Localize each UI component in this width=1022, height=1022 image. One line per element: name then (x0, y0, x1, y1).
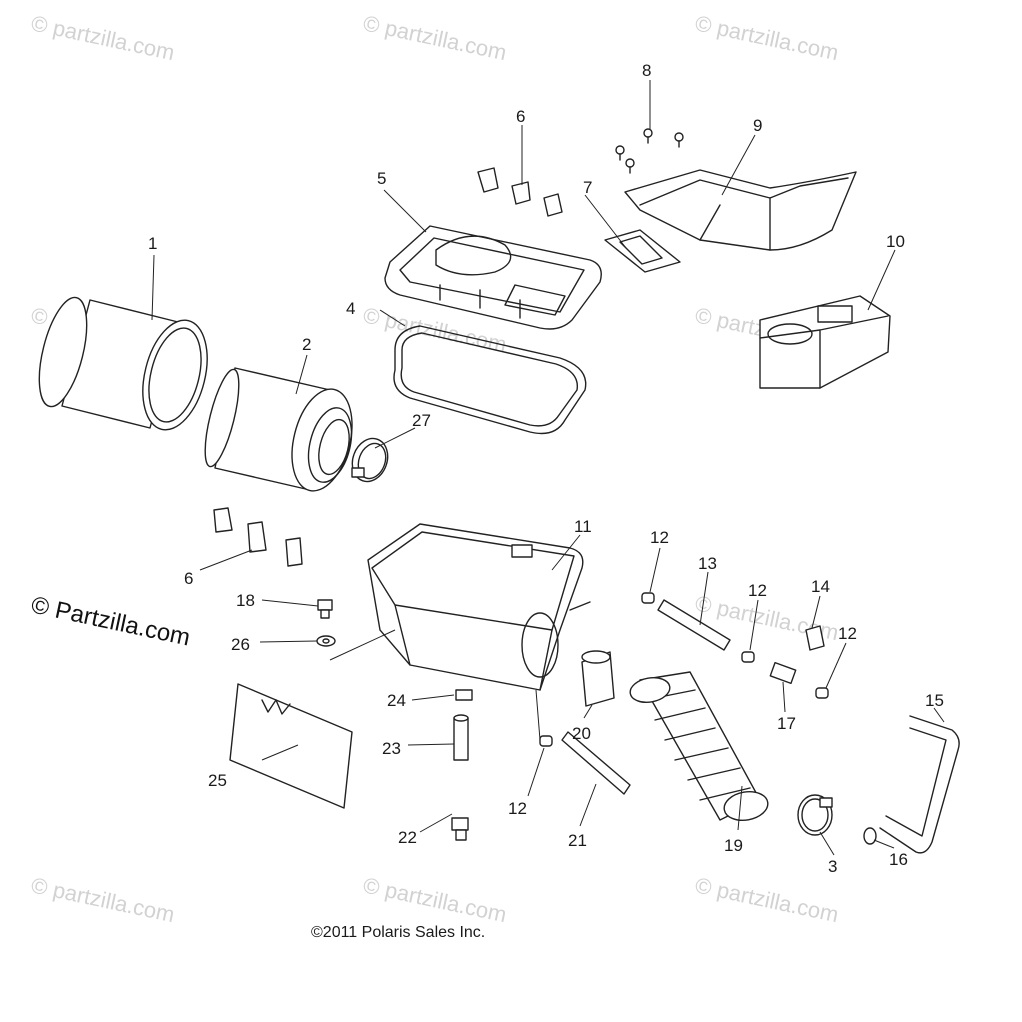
part-20-coupler (581, 650, 615, 707)
callout-1: 1 (148, 234, 157, 253)
callout-5: 5 (377, 169, 386, 188)
part-6-clips-top (477, 167, 563, 217)
part-2-air-filter (204, 367, 353, 492)
part-4-gasket (393, 325, 587, 435)
callout-6-left: 6 (184, 569, 193, 588)
part-10-box (759, 295, 891, 389)
part-24-clip (455, 689, 473, 701)
callout-2: 2 (302, 335, 311, 354)
part-14-clip (805, 625, 825, 651)
part-19-bellows-hose (629, 671, 769, 822)
copyright-notice: ©2011 Polaris Sales Inc. (311, 924, 485, 941)
part-9-intake-duct (624, 169, 857, 251)
part-3-clamp (797, 794, 833, 836)
callout-11: 11 (574, 517, 592, 536)
part-25-panel (229, 683, 353, 809)
callout-17: 17 (777, 714, 796, 733)
callout-12-a: 12 (650, 528, 669, 547)
callout-12-d: 12 (508, 799, 527, 818)
brand-mark: © Partzilla.com (29, 591, 193, 651)
callout-9: 9 (753, 116, 762, 135)
part-27-clamp (351, 437, 389, 483)
callout-3: 3 (828, 857, 837, 876)
callout-8: 8 (642, 61, 651, 80)
callout-22: 22 (398, 828, 417, 847)
part-5-airbox-cover (384, 225, 602, 330)
part-11-airbox-base (367, 523, 591, 691)
callout-27: 27 (412, 411, 431, 430)
callout-23: 23 (382, 739, 401, 758)
leader-lines (151, 80, 945, 856)
part-12-clamps (539, 592, 829, 747)
callouts: 1 2 3 4 5 6 6 7 8 9 10 11 12 12 12 12 13… (148, 61, 944, 876)
part-21-tube (561, 731, 631, 795)
callout-20: 20 (572, 724, 591, 743)
part-16-clamp (863, 827, 877, 845)
part-7-plate (604, 229, 681, 273)
part-17-valve (769, 661, 797, 685)
watermark: © partzilla.com (361, 10, 509, 65)
watermark: © partzilla.com (693, 10, 841, 65)
callout-26: 26 (231, 635, 250, 654)
callout-4: 4 (346, 299, 355, 318)
watermark: © partzilla.com (29, 872, 177, 927)
callout-10: 10 (886, 232, 905, 251)
callout-19: 19 (724, 836, 743, 855)
callout-14: 14 (811, 577, 830, 596)
part-18-bolt (317, 599, 333, 619)
callout-25: 25 (208, 771, 227, 790)
callout-21: 21 (568, 831, 587, 850)
callout-16: 16 (889, 850, 908, 869)
part-23-tube (453, 714, 469, 761)
part-1-prefilter (38, 296, 208, 431)
callout-24: 24 (387, 691, 406, 710)
callout-12-c: 12 (838, 624, 857, 643)
part-15-hose (879, 715, 960, 854)
part-22-valve (451, 817, 469, 841)
part-26-washer (316, 635, 336, 647)
watermark: © partzilla.com (361, 872, 509, 927)
callout-18: 18 (236, 591, 255, 610)
part-13-tube (657, 599, 731, 651)
part-6-clips-left (213, 507, 303, 567)
part-8-screws (615, 128, 684, 174)
callout-13: 13 (698, 554, 717, 573)
watermark: © partzilla.com (693, 872, 841, 927)
callout-12-b: 12 (748, 581, 767, 600)
callout-6-top: 6 (516, 107, 525, 126)
watermark: © partzilla.com (29, 10, 177, 65)
callout-15: 15 (925, 691, 944, 710)
callout-7: 7 (583, 178, 592, 197)
